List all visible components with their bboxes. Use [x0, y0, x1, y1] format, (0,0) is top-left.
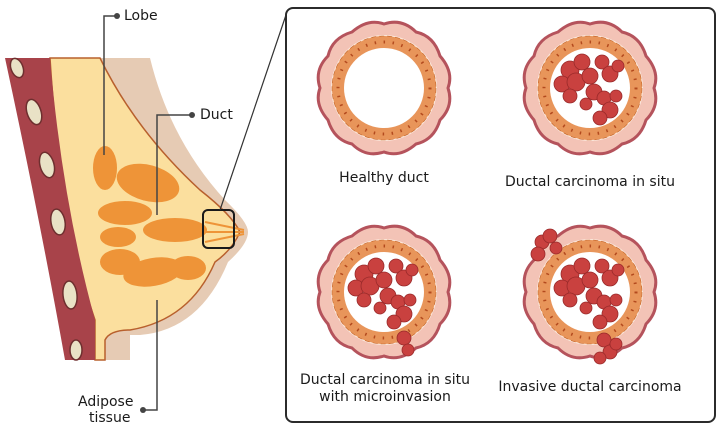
healthy-duct-graphic	[316, 20, 452, 156]
leader-lines	[103, 15, 192, 411]
dcis-graphic	[522, 20, 658, 156]
lobes	[93, 146, 207, 287]
caption-dcis: Ductal carcinoma in situ	[505, 174, 675, 190]
rib-cross-sections	[9, 57, 83, 361]
label-duct: Duct	[200, 107, 233, 123]
label-adipose-line2: tissue	[89, 410, 131, 426]
nipple-ducts	[204, 221, 245, 243]
breast-anatomy-illustration	[5, 11, 288, 413]
caption-healthy-duct: Healthy duct	[339, 170, 429, 186]
label-adipose-line1: Adipose	[78, 394, 134, 410]
dcis-microinvasion-graphic	[316, 224, 452, 360]
caption-dcis-microinvasion-line1: Ductal carcinoma in situ	[300, 372, 470, 388]
leader-dots	[114, 13, 195, 413]
label-lobe: Lobe	[124, 8, 158, 24]
magnification-pointer	[219, 11, 288, 211]
magnification-box	[202, 209, 235, 249]
caption-invasive-ductal-carcinoma: Invasive ductal carcinoma	[498, 379, 682, 395]
caption-dcis-microinvasion-line2: with microinvasion	[319, 389, 451, 405]
idc-graphic	[522, 224, 658, 365]
